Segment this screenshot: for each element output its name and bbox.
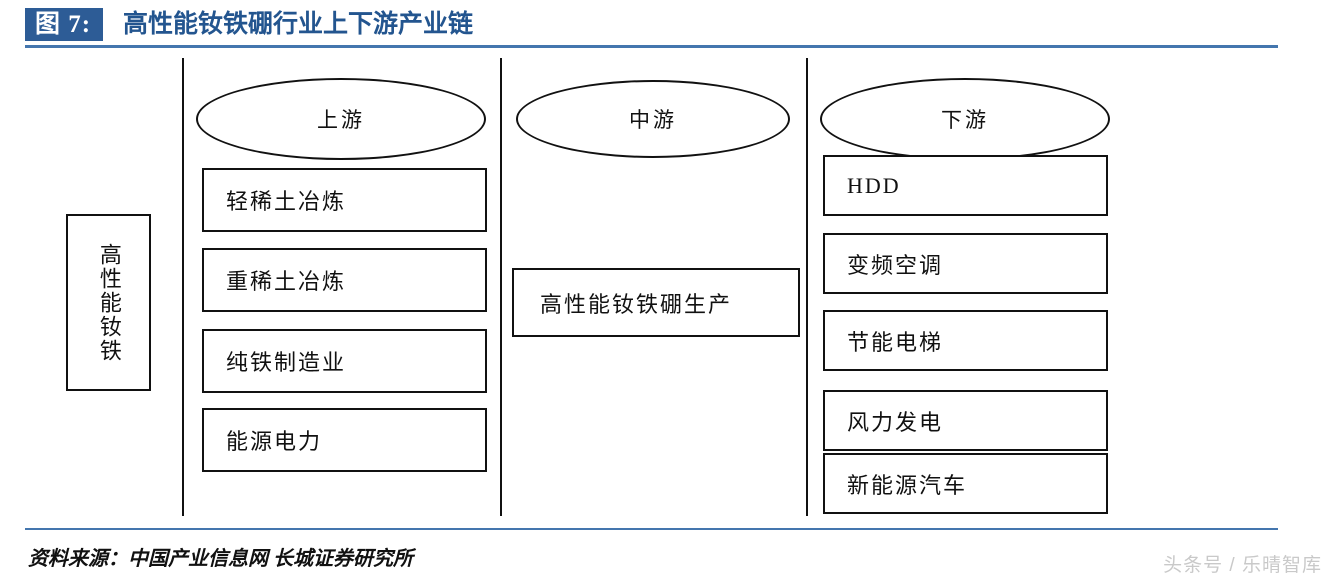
upstream-item-1: 轻稀土冶炼 (202, 168, 487, 232)
downstream-item-1-label: HDD (847, 172, 901, 198)
watermark: 头条号 / 乐晴智库 (1163, 555, 1322, 576)
stage-header-downstream-label: 下游 (941, 108, 989, 132)
upstream-item-3: 纯铁制造业 (202, 329, 487, 393)
figure-title: 高性能钕铁硼行业上下游产业链 (123, 11, 474, 38)
industry-label-box: 高性能钕铁 (66, 214, 151, 391)
stage-header-midstream: 中游 (516, 80, 790, 158)
downstream-item-4-label: 风力发电 (847, 409, 944, 435)
column-divider-1 (182, 58, 184, 516)
upstream-item-3-label: 纯铁制造业 (226, 350, 347, 375)
upstream-item-2: 重稀土冶炼 (202, 248, 487, 312)
source-note: 资料来源：中国产业信息网 长城证券研究所 (28, 548, 413, 570)
column-divider-2 (500, 58, 502, 516)
industry-label-text: 高性能钕铁 (96, 242, 122, 363)
stage-header-downstream: 下游 (820, 78, 1110, 160)
stage-header-upstream: 上游 (196, 78, 486, 160)
midstream-item-1-label: 高性能钕铁硼生产 (540, 291, 733, 317)
downstream-item-2-label: 变频空调 (847, 252, 944, 278)
downstream-item-5: 新能源汽车 (823, 453, 1108, 514)
column-divider-3 (806, 58, 808, 516)
figure-header: 图 7: 高性能钕铁硼行业上下游产业链 (25, 8, 1278, 48)
downstream-item-5-label: 新能源汽车 (847, 472, 968, 498)
figure-number-badge: 图 7: (25, 8, 104, 41)
downstream-item-3-label: 节能电梯 (847, 329, 944, 355)
upstream-item-2-label: 重稀土冶炼 (226, 269, 347, 294)
downstream-item-1: HDD (823, 155, 1108, 216)
stage-header-midstream-label: 中游 (629, 108, 677, 132)
upstream-item-4: 能源电力 (202, 408, 487, 472)
downstream-item-4: 风力发电 (823, 390, 1108, 451)
upstream-item-1-label: 轻稀土冶炼 (226, 189, 347, 214)
downstream-item-3: 节能电梯 (823, 310, 1108, 371)
upstream-item-4-label: 能源电力 (226, 429, 323, 454)
header-divider (25, 45, 1278, 48)
stage-header-upstream-label: 上游 (317, 108, 365, 132)
downstream-item-2: 变频空调 (823, 233, 1108, 294)
midstream-item-1: 高性能钕铁硼生产 (512, 268, 800, 337)
footer-divider (25, 528, 1278, 530)
